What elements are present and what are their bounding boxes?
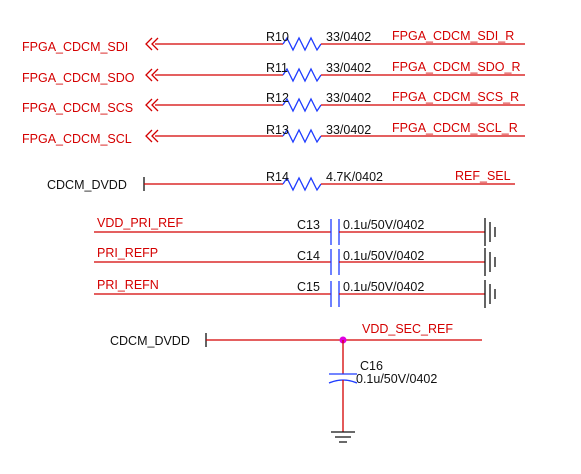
- value-r10: 33/0402: [326, 30, 371, 44]
- ref-r12: R12: [266, 91, 289, 105]
- net-label-pri-refn: PRI_REFN: [97, 278, 159, 292]
- ref-r13: R13: [266, 123, 289, 137]
- resistor-icon: [282, 36, 322, 52]
- c15-circuit: PRI_REFN C15 0.1u/50V/0402: [94, 278, 496, 308]
- c14-circuit: PRI_REFP C14 0.1u/50V/0402: [94, 246, 496, 276]
- ref-r14: R14: [266, 170, 289, 184]
- ground-icon: [331, 431, 355, 443]
- ground-icon: [484, 280, 496, 308]
- net-label-fpga-cdcm-scs-r: FPGA_CDCM_SCS_R: [392, 90, 519, 104]
- resistor-icon: [282, 97, 322, 113]
- ground-icon: [484, 248, 496, 276]
- value-r13: 33/0402: [326, 123, 371, 137]
- c13-circuit: VDD_PRI_REF C13 0.1u/50V/0402: [94, 216, 496, 246]
- net-label-fpga-cdcm-sdi: FPGA_CDCM_SDI: [22, 40, 128, 54]
- value-r11: 33/0402: [326, 61, 371, 75]
- power-label-cdcm-dvdd: CDCM_DVDD: [47, 178, 127, 192]
- net-label-fpga-cdcm-sdi-r: FPGA_CDCM_SDI_R: [392, 29, 514, 43]
- offpage-connector-icon: [145, 37, 159, 51]
- value-c14: 0.1u/50V/0402: [343, 249, 424, 263]
- c16-circuit: CDCM_DVDD VDD_SEC_REF C16 0.1u/50V/0402: [110, 322, 482, 443]
- net-label-fpga-cdcm-sdo: FPGA_CDCM_SDO: [22, 71, 135, 85]
- ref-r11: R11: [266, 61, 288, 75]
- r10-circuit: FPGA_CDCM_SDI R10 33/0402 FPGA_CDCM_SDI_…: [22, 29, 525, 54]
- ground-icon: [484, 218, 496, 246]
- net-label-fpga-cdcm-scl-r: FPGA_CDCM_SCL_R: [392, 121, 518, 135]
- net-label-fpga-cdcm-scs: FPGA_CDCM_SCS: [22, 101, 133, 115]
- value-r14: 4.7K/0402: [326, 170, 383, 184]
- net-label-fpga-cdcm-scl: FPGA_CDCM_SCL: [22, 132, 132, 146]
- net-label-pri-refp: PRI_REFP: [97, 246, 158, 260]
- net-label-vdd-sec-ref: VDD_SEC_REF: [362, 322, 453, 336]
- resistor-icon: [282, 67, 322, 83]
- offpage-connector-icon: [145, 98, 159, 112]
- ref-c16: C16: [360, 359, 383, 373]
- ref-c15: C15: [297, 280, 320, 294]
- value-c13: 0.1u/50V/0402: [343, 218, 424, 232]
- ref-c13: C13: [297, 218, 320, 232]
- value-c16: 0.1u/50V/0402: [356, 372, 437, 386]
- net-label-ref-sel: REF_SEL: [455, 169, 511, 183]
- r11-circuit: FPGA_CDCM_SDO R11 33/0402 FPGA_CDCM_SDO_…: [22, 60, 525, 85]
- ref-r10: R10: [266, 30, 289, 44]
- value-r12: 33/0402: [326, 91, 371, 105]
- net-label-fpga-cdcm-sdo-r: FPGA_CDCM_SDO_R: [392, 60, 521, 74]
- resistor-icon: [282, 128, 322, 144]
- ref-c14: C14: [297, 249, 320, 263]
- offpage-connector-icon: [145, 129, 159, 143]
- value-c15: 0.1u/50V/0402: [343, 280, 424, 294]
- power-label-cdcm-dvdd: CDCM_DVDD: [110, 334, 190, 348]
- r14-circuit: CDCM_DVDD R14 4.7K/0402 REF_SEL: [47, 169, 515, 192]
- r12-circuit: FPGA_CDCM_SCS R12 33/0402 FPGA_CDCM_SCS_…: [22, 90, 525, 115]
- resistor-icon: [282, 176, 322, 192]
- r13-circuit: FPGA_CDCM_SCL R13 33/0402 FPGA_CDCM_SCL_…: [22, 121, 525, 146]
- offpage-connector-icon: [145, 68, 159, 82]
- net-label-vdd-pri-ref: VDD_PRI_REF: [97, 216, 183, 230]
